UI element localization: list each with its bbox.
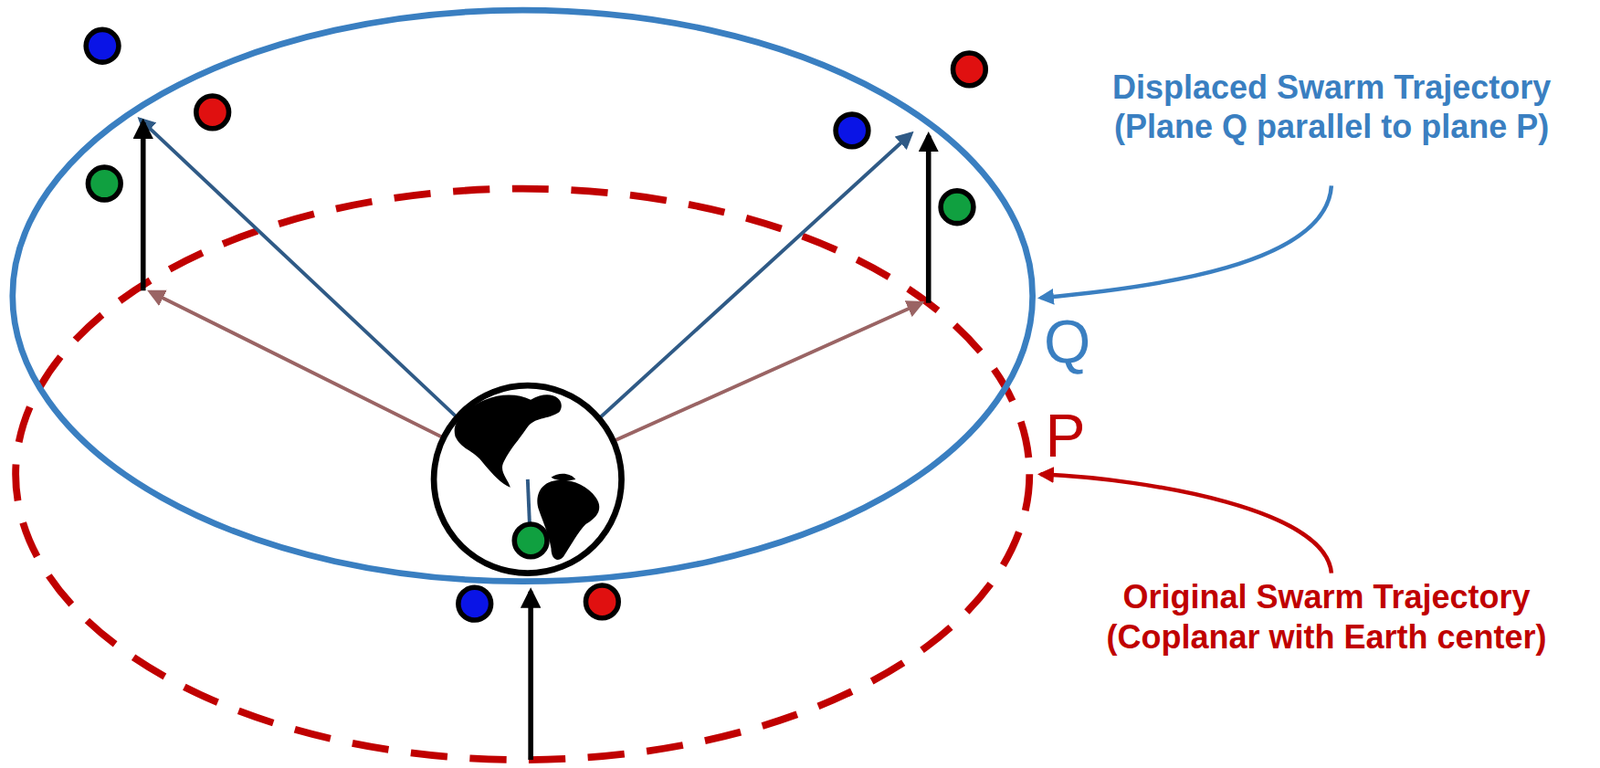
earth-continent [454, 394, 562, 488]
swarm-satellite [85, 29, 119, 63]
swarm-satellite [514, 524, 548, 558]
callout-text: Displaced Swarm Trajectory (Plane Q para… [1089, 67, 1574, 147]
callout-text: Original Swarm Trajectory (Coplanar with… [1077, 577, 1576, 656]
swarm-satellite [835, 114, 869, 148]
swarm-satellite [953, 52, 987, 86]
leader-line [1041, 185, 1332, 298]
displacement-arrow [140, 122, 147, 291]
center-link [527, 479, 530, 527]
plane-label: P [1029, 400, 1103, 473]
leader-line [1041, 473, 1332, 573]
displaced-trajectory [12, 10, 1033, 581]
swarm-satellite [940, 190, 974, 224]
swarm-satellite [585, 585, 619, 619]
displacement-arrow [527, 591, 534, 760]
displacement-arrow [926, 136, 932, 304]
earth [433, 385, 622, 574]
earth-continent [522, 400, 546, 414]
swarm-satellite [87, 167, 121, 200]
plane-label: Q [1031, 305, 1105, 379]
earth-continent [550, 473, 576, 482]
swarm-satellite [196, 95, 230, 129]
swarm-satellite [458, 587, 492, 621]
original-trajectory [15, 189, 1030, 760]
